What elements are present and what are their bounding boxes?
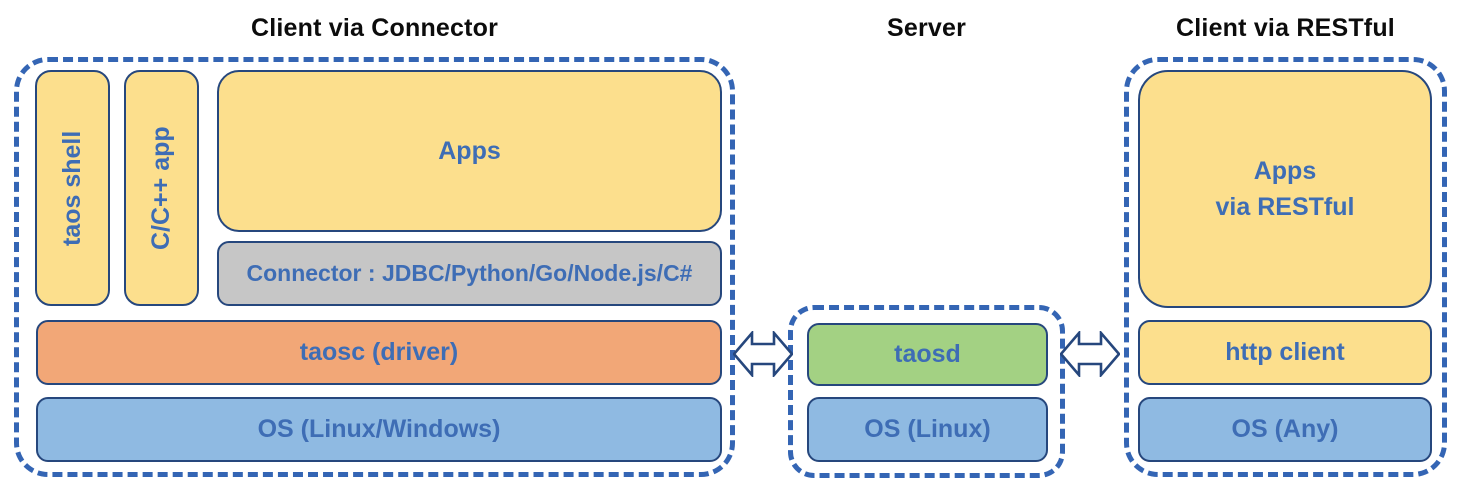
client-connector-group-outline <box>14 57 735 477</box>
os-linux-windows-box: OS (Linux/Windows) <box>36 397 722 462</box>
client-restful-group-outline <box>1124 57 1447 477</box>
server-group-outline <box>788 305 1065 478</box>
taosd-box: taosd <box>807 323 1048 386</box>
taosc-driver-box: taosc (driver) <box>36 320 722 385</box>
apps-box: Apps <box>217 70 722 232</box>
section-title-server: Server <box>886 14 967 42</box>
section-title-client-connector: Client via Connector <box>250 14 499 42</box>
double-arrow-icon <box>1060 331 1120 377</box>
double-arrow-icon <box>733 331 793 377</box>
section-title-client-restful: Client via RESTful <box>1176 14 1395 42</box>
os-linux-box: OS (Linux) <box>807 397 1048 462</box>
connector-box: Connector : JDBC/Python/Go/Node.js/C# <box>217 241 722 306</box>
os-any-box: OS (Any) <box>1138 397 1432 462</box>
apps-via-restful-line1: Apps <box>1253 156 1317 185</box>
http-client-box: http client <box>1138 320 1432 385</box>
apps-via-restful-line2: via RESTful <box>1215 193 1355 221</box>
apps-via-restful-box: Apps via RESTful <box>1138 70 1432 308</box>
cpp-app-box: C/C++ app <box>124 70 199 306</box>
taos-shell-box: taos shell <box>35 70 110 306</box>
